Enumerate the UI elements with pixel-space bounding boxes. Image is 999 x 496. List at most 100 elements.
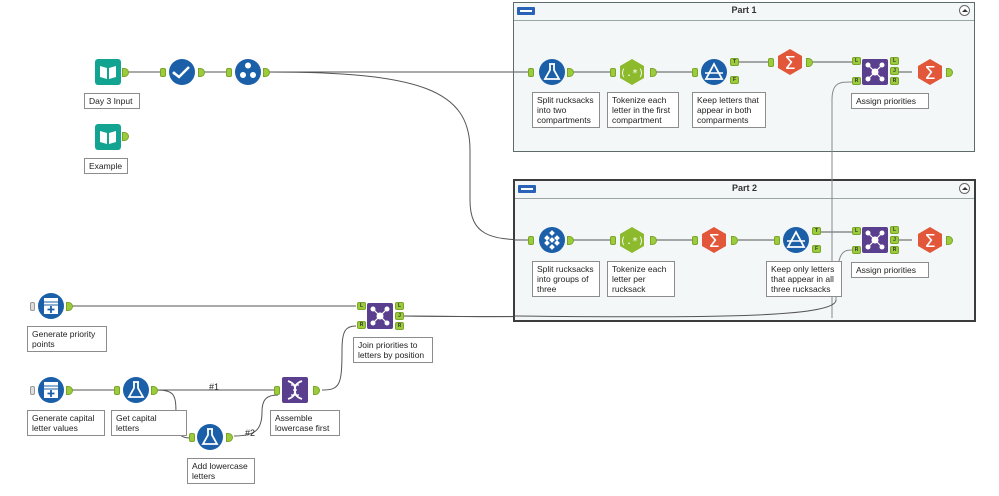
container-part-2[interactable]: Part 2 — [513, 179, 976, 322]
output-anchor[interactable] — [731, 236, 738, 245]
output-anchor[interactable] — [226, 433, 233, 442]
input-anchor[interactable] — [692, 236, 698, 245]
output-anchor[interactable] — [650, 236, 657, 245]
formula-tool[interactable] — [122, 376, 150, 404]
sigma-icon: Σ — [778, 49, 802, 75]
generate-rows-tool[interactable] — [37, 376, 65, 404]
left-output-anchor[interactable]: L — [395, 302, 404, 310]
summarize-tool[interactable]: Σ — [700, 226, 728, 254]
checkmark-icon — [169, 59, 195, 85]
join-output-anchor[interactable]: J — [395, 312, 404, 320]
diamond-grid-icon — [539, 227, 565, 253]
record-id-tool[interactable] — [234, 58, 262, 86]
false-anchor[interactable]: F — [812, 245, 821, 253]
output-anchor[interactable] — [567, 68, 574, 77]
left-input-anchor[interactable]: L — [852, 57, 861, 65]
input-anchor[interactable] — [528, 236, 534, 245]
container-part-1[interactable]: Part 1 — [513, 2, 975, 152]
output-anchor[interactable] — [567, 236, 574, 245]
output-anchor[interactable] — [263, 68, 270, 77]
tool-label: Example — [84, 158, 128, 174]
true-anchor[interactable]: T — [730, 58, 739, 66]
regex-tool[interactable]: (.*) — [618, 226, 646, 254]
left-input-anchor[interactable]: L — [852, 227, 861, 235]
container-header[interactable]: Part 2 — [515, 181, 974, 199]
true-anchor[interactable]: T — [812, 227, 821, 235]
right-input-anchor[interactable]: R — [357, 321, 366, 329]
multi-row-formula-tool[interactable] — [538, 226, 566, 254]
generate-rows-tool[interactable] — [37, 292, 65, 320]
collapse-icon[interactable] — [959, 183, 970, 194]
right-output-anchor[interactable]: R — [395, 322, 404, 330]
input-anchor[interactable] — [226, 68, 232, 77]
left-output-anchor[interactable]: L — [890, 57, 899, 65]
left-output-anchor[interactable]: L — [890, 226, 899, 234]
output-anchor[interactable] — [946, 236, 953, 245]
tool-label: Assemble lowercase first — [270, 410, 340, 436]
input-anchor[interactable] — [774, 236, 780, 245]
tool-label: Keep letters that appear in both comparm… — [692, 92, 766, 128]
input-data-tool[interactable] — [94, 123, 122, 151]
right-output-anchor[interactable]: R — [890, 246, 899, 254]
output-anchor[interactable] — [151, 386, 158, 395]
select-tool[interactable] — [168, 58, 196, 86]
summarize-tool[interactable]: Σ — [916, 226, 944, 254]
sigma-icon: Σ — [918, 59, 942, 85]
input-anchor[interactable] — [30, 386, 35, 395]
output-anchor[interactable] — [66, 302, 73, 311]
input-anchor[interactable] — [692, 68, 698, 77]
input-anchor[interactable] — [610, 68, 616, 77]
join-tool[interactable] — [861, 226, 889, 254]
tool-label: Assign priorities — [851, 262, 929, 278]
input-data-tool[interactable] — [94, 58, 122, 86]
output-anchor[interactable] — [122, 132, 129, 141]
left-input-anchor[interactable]: L — [357, 302, 366, 310]
tool-label: Assign priorities — [851, 93, 929, 109]
wire-assemble-to-join[interactable] — [321, 325, 357, 391]
collapse-icon[interactable] — [959, 5, 970, 16]
wire-recordid-to-p2-split[interactable] — [267, 71, 531, 241]
output-anchor[interactable] — [66, 386, 73, 395]
regex-icon: (.*) — [620, 227, 644, 253]
output-anchor[interactable] — [122, 68, 129, 77]
flask-icon — [539, 59, 565, 85]
flask-icon — [197, 424, 223, 450]
input-anchor[interactable] — [768, 58, 774, 67]
output-anchor[interactable] — [806, 58, 813, 67]
output-anchor[interactable] — [198, 68, 205, 77]
filter-tool[interactable] — [700, 58, 728, 86]
output-anchor[interactable] — [313, 386, 320, 395]
formula-tool[interactable] — [196, 423, 224, 451]
input-anchor[interactable] — [189, 433, 195, 442]
formula-tool[interactable] — [538, 58, 566, 86]
wire-add-lowercase-to-assemble[interactable] — [233, 394, 279, 437]
filter-tool[interactable] — [782, 226, 810, 254]
tool-label: Day 3 Input — [84, 93, 140, 109]
svg-text:Σ: Σ — [784, 53, 795, 74]
output-anchor[interactable] — [946, 68, 953, 77]
output-anchor[interactable] — [650, 68, 657, 77]
input-anchor[interactable] — [274, 386, 280, 395]
svg-text:Σ: Σ — [924, 231, 935, 252]
input-anchor[interactable] — [528, 68, 534, 77]
right-input-anchor[interactable]: R — [852, 77, 861, 85]
numbered-list-icon — [235, 59, 261, 85]
false-anchor[interactable]: F — [730, 76, 739, 84]
join-output-anchor[interactable]: J — [890, 236, 899, 244]
union-tool[interactable] — [281, 376, 309, 404]
right-input-anchor[interactable]: R — [852, 246, 861, 254]
input-anchor[interactable] — [30, 302, 35, 311]
input-anchor[interactable] — [160, 68, 166, 77]
tool-label: Keep only letters that appear in all thr… — [766, 261, 842, 297]
input-anchor[interactable] — [610, 236, 616, 245]
container-header[interactable]: Part 1 — [514, 3, 974, 21]
summarize-tool[interactable]: Σ — [776, 48, 804, 76]
join-tool[interactable] — [366, 302, 394, 330]
dna-icon — [282, 377, 308, 403]
regex-tool[interactable]: (.*) — [618, 58, 646, 86]
join-tool[interactable] — [861, 58, 889, 86]
input-anchor[interactable] — [114, 386, 120, 395]
join-output-anchor[interactable]: J — [890, 67, 899, 75]
right-output-anchor[interactable]: R — [890, 77, 899, 85]
summarize-tool[interactable]: Σ — [916, 58, 944, 86]
